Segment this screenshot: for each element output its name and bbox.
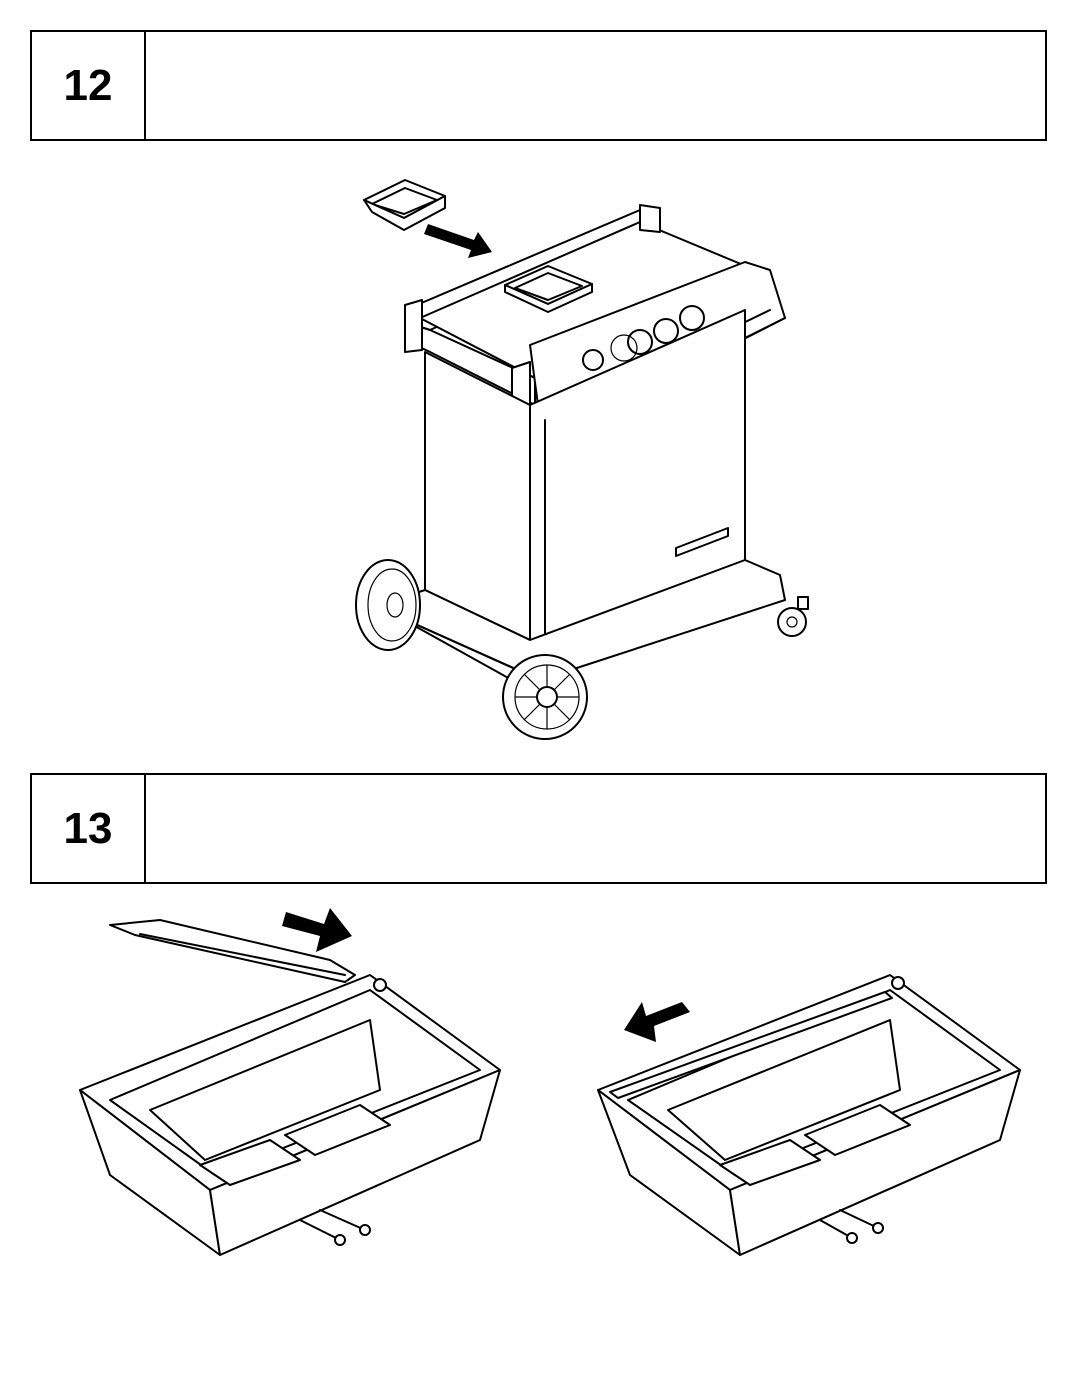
heat-rod <box>610 992 892 1098</box>
rear-wheel <box>356 560 420 650</box>
grease-tray <box>364 180 445 230</box>
burner-knob-icon <box>654 319 678 343</box>
ignition-knob-icon <box>583 350 603 370</box>
heat-rod <box>110 920 355 982</box>
cart-top-frame <box>405 205 760 418</box>
grill-cart-illustration <box>0 160 1080 760</box>
burner <box>805 1105 910 1155</box>
burner-knob-icon <box>628 330 652 354</box>
front-wheel <box>503 655 587 739</box>
step-13-header: 13 <box>30 773 1047 884</box>
cart-cabinet <box>425 310 745 650</box>
step-12-header: 12 <box>30 30 1047 141</box>
burner <box>200 1140 300 1185</box>
step-instruction <box>146 32 1045 139</box>
firebox-illustration <box>0 908 1080 1270</box>
firebox-left <box>80 908 500 1255</box>
step-instruction <box>146 775 1045 882</box>
burner <box>720 1140 820 1185</box>
step-number: 13 <box>32 775 146 882</box>
remove-arrow-icon <box>624 1002 690 1042</box>
insert-arrow-icon <box>424 224 492 258</box>
caster-wheel <box>778 597 808 636</box>
grease-tray-installed <box>505 266 592 312</box>
firebox-right <box>598 975 1020 1255</box>
insert-arrow-icon <box>282 908 352 952</box>
burner-knob-icon <box>680 306 704 330</box>
step-number: 12 <box>32 32 146 139</box>
burner <box>285 1105 390 1155</box>
